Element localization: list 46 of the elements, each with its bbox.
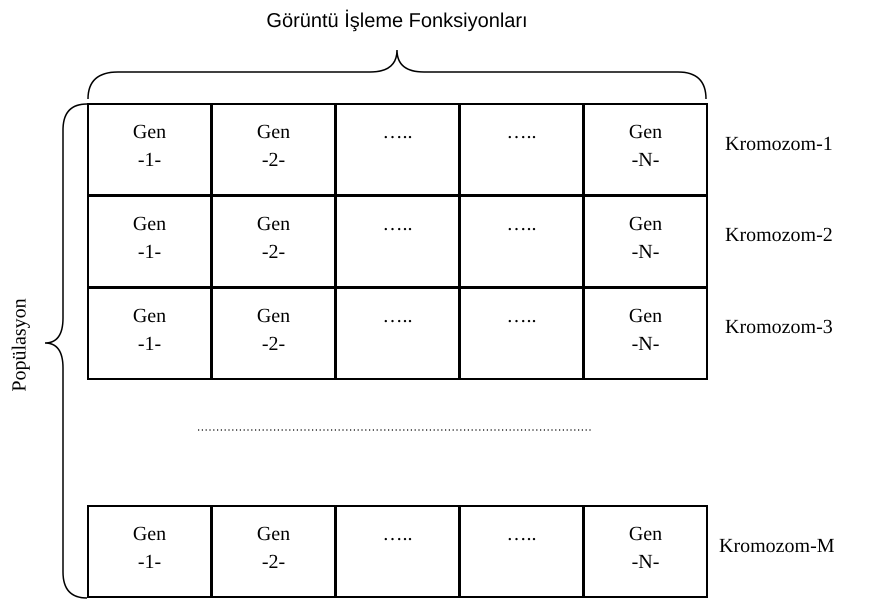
gene-cell	[335, 195, 460, 288]
gene-label: …..	[382, 120, 412, 145]
gene-cell	[211, 195, 336, 288]
gene-label: …..	[506, 120, 536, 145]
gene-label: …..	[382, 212, 412, 237]
gene-label: Gen -1-	[132, 522, 168, 575]
gene-label: Gen -1-	[132, 120, 168, 173]
gene-cell	[87, 287, 212, 380]
gene-cell	[459, 505, 584, 598]
gene-label: …..	[382, 304, 412, 329]
gene-cell	[583, 195, 708, 288]
gene-cell	[335, 505, 460, 598]
gene-cell	[459, 103, 584, 196]
brace-heading: Görüntü İşleme Fonksiyonları	[266, 10, 528, 33]
gene-label: Gen -N-	[628, 522, 664, 575]
gene-label: Gen -1-	[132, 212, 168, 265]
gene-cell	[335, 103, 460, 196]
gene-label: …..	[382, 522, 412, 547]
gene-cell	[87, 505, 212, 598]
row-label: Kromozom-1	[725, 133, 833, 156]
gene-cell	[335, 287, 460, 380]
gene-cell	[87, 103, 212, 196]
gene-label: …..	[506, 522, 536, 547]
gene-cell	[459, 287, 584, 380]
gene-label: Gen -2-	[256, 120, 292, 173]
gene-label: Gen -N-	[628, 212, 664, 265]
row-label: Kromozom-M	[719, 535, 835, 558]
gene-cell	[211, 505, 336, 598]
gene-label: …..	[506, 304, 536, 329]
gene-cell	[583, 103, 708, 196]
gene-label: Gen -2-	[256, 522, 292, 575]
gene-cell	[583, 287, 708, 380]
gene-cell	[87, 195, 212, 288]
row-label: Kromozom-2	[725, 224, 833, 247]
gene-label: Gen -2-	[256, 212, 292, 265]
gene-label: Gen -N-	[628, 120, 664, 173]
gene-label: …..	[506, 212, 536, 237]
row-label: Kromozom-3	[725, 316, 833, 339]
gene-cell	[583, 505, 708, 598]
axis-label: Popülasyon	[8, 298, 32, 392]
gene-label: Gen -1-	[132, 304, 168, 357]
gene-cell	[459, 195, 584, 288]
gene-label: Gen -2-	[256, 304, 292, 357]
gene-label: Gen -N-	[628, 304, 664, 357]
gene-cell	[211, 103, 336, 196]
gene-cell	[211, 287, 336, 380]
